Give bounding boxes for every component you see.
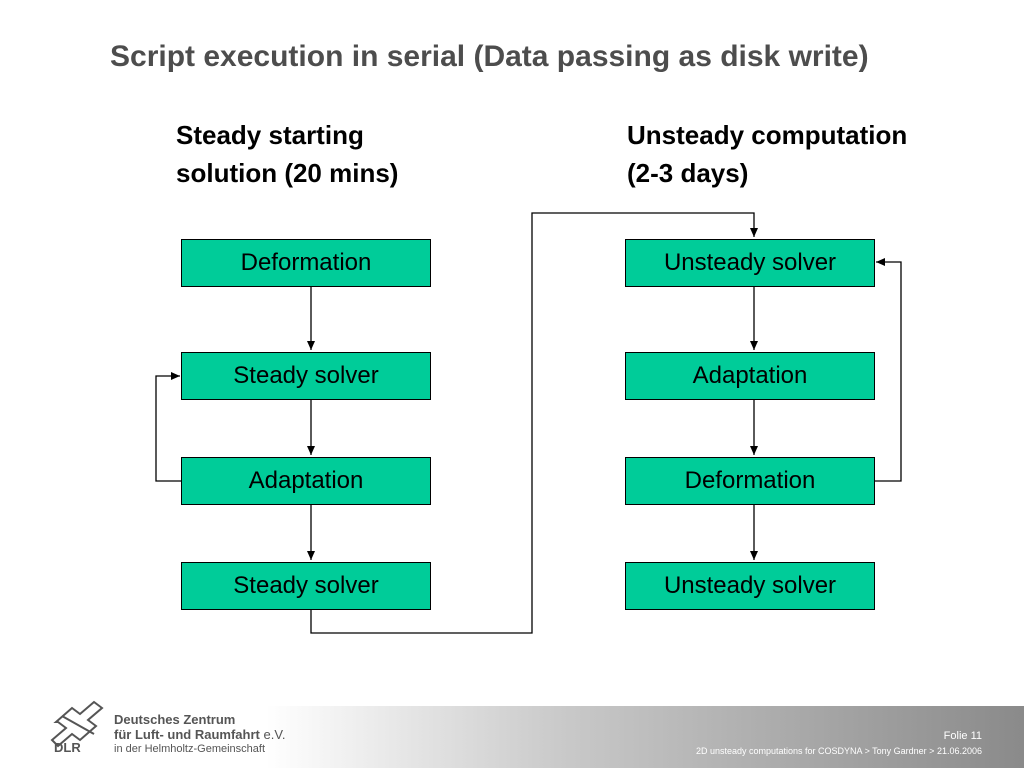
org-name-line2-main: für Luft- und Raumfahrt [114, 727, 260, 742]
left-step-adaptation: Adaptation [181, 457, 431, 505]
right-column-heading: Unsteady computation (2-3 days) [627, 116, 907, 192]
loop-right-deformation-to-unsteady [875, 258, 902, 482]
loop-left-adaptation-to-steady [155, 372, 181, 482]
org-name-line1: Deutsches Zentrum [114, 712, 236, 727]
footer-footnote: 2D unsteady computations for COSDYNA > T… [695, 746, 982, 756]
bridge-steady-to-unsteady [310, 212, 758, 634]
slide-number: Folie 11 [943, 730, 982, 742]
footer-bar [0, 706, 1024, 768]
dlr-logo-icon: DLR [50, 700, 104, 754]
left-heading-line1: Steady starting [176, 120, 364, 150]
org-name-line3: in der Helmholtz-Gemeinschaft [114, 743, 266, 755]
right-step-deformation: Deformation [625, 457, 875, 505]
right-heading-line2: (2-3 days) [627, 158, 749, 188]
right-heading-line1: Unsteady computation [627, 120, 908, 150]
right-step-adaptation: Adaptation [625, 352, 875, 400]
org-name-line2: für Luft- und Raumfahrt e.V. [114, 727, 285, 742]
right-step-unsteady-solver-final: Unsteady solver [625, 562, 875, 610]
org-name-line2-suffix: e.V. [263, 727, 286, 742]
right-step-unsteady-solver: Unsteady solver [625, 239, 875, 287]
left-step-steady-solver-final: Steady solver [181, 562, 431, 610]
left-column-heading: Steady starting solution (20 mins) [176, 116, 398, 192]
dlr-logo-text: DLR [54, 740, 81, 754]
slide-title: Script execution in serial (Data passing… [110, 40, 869, 73]
left-heading-line2: solution (20 mins) [176, 158, 399, 188]
left-step-steady-solver: Steady solver [181, 352, 431, 400]
left-step-deformation: Deformation [181, 239, 431, 287]
